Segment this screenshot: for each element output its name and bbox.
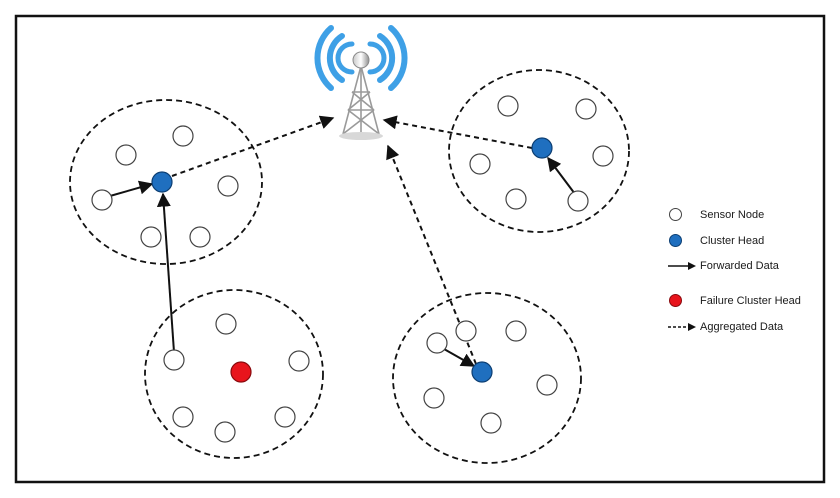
sensor-node: [505, 320, 527, 342]
sensor-node: [480, 412, 502, 434]
legend-item-forwarded-data: Forwarded Data: [668, 256, 779, 276]
legend-item-sensor-node: Sensor Node: [668, 205, 764, 225]
legend-label: Sensor Node: [700, 209, 765, 221]
base-station-tower-icon: [314, 25, 408, 140]
cluster-head: [471, 361, 493, 383]
sensor-node: [505, 188, 527, 210]
sensor-node-legend-icon: [668, 205, 698, 225]
legend-item-cluster-head: Cluster Head: [668, 231, 764, 251]
legend-label: Failure Cluster Head: [700, 295, 801, 307]
sensor-node: [497, 95, 519, 117]
sensor-node: [172, 125, 194, 147]
sensor-node: [140, 226, 162, 248]
cluster-boundary-bottom-left: [144, 289, 324, 459]
failure-cluster-head: [230, 361, 252, 383]
cluster-head: [531, 137, 553, 159]
sensor-node: [469, 153, 491, 175]
legend-label: Aggregated Data: [700, 321, 784, 333]
sensor-node: [215, 313, 237, 335]
sensor-node: [115, 144, 137, 166]
forwarded-data-arrow: [109, 180, 154, 197]
legend-item-aggregated-data: Aggregated Data: [668, 317, 783, 337]
cluster-head-legend-icon: [668, 231, 698, 251]
sensor-node: [214, 421, 236, 443]
sensor-node: [217, 175, 239, 197]
forwarded-data-arrow: [443, 348, 476, 367]
solid-arrow-legend-icon: [668, 256, 698, 276]
sensor-node: [91, 189, 113, 211]
sensor-node: [455, 320, 477, 342]
failure-cluster-head-legend-icon: [668, 291, 698, 311]
cluster-boundary-bottom-right: [392, 292, 582, 464]
sensor-node: [426, 332, 448, 354]
aggregated-data-arrow: [171, 115, 335, 177]
legend-label: Cluster Head: [700, 235, 765, 247]
sensor-node: [189, 226, 211, 248]
aggregated-data-arrow: [382, 115, 533, 149]
forwarded-data-arrow: [156, 192, 175, 353]
legend-label: Forwarded Data: [700, 260, 779, 272]
cluster-boundary-top-right: [448, 69, 630, 233]
sensor-node: [592, 145, 614, 167]
sensor-node: [288, 350, 310, 372]
cluster-head: [151, 171, 173, 193]
legend-item-failure-cluster-head: Failure Cluster Head: [668, 291, 801, 311]
cluster-boundary-top-left: [69, 99, 263, 265]
forwarded-data-arrow: [547, 156, 576, 195]
dashed-arrow-legend-icon: [668, 317, 698, 337]
sensor-node: [172, 406, 194, 428]
sensor-node: [163, 349, 185, 371]
sensor-node: [274, 406, 296, 428]
sensor-node: [423, 387, 445, 409]
sensor-node: [575, 98, 597, 120]
sensor-node: [536, 374, 558, 396]
sensor-node: [567, 190, 589, 212]
